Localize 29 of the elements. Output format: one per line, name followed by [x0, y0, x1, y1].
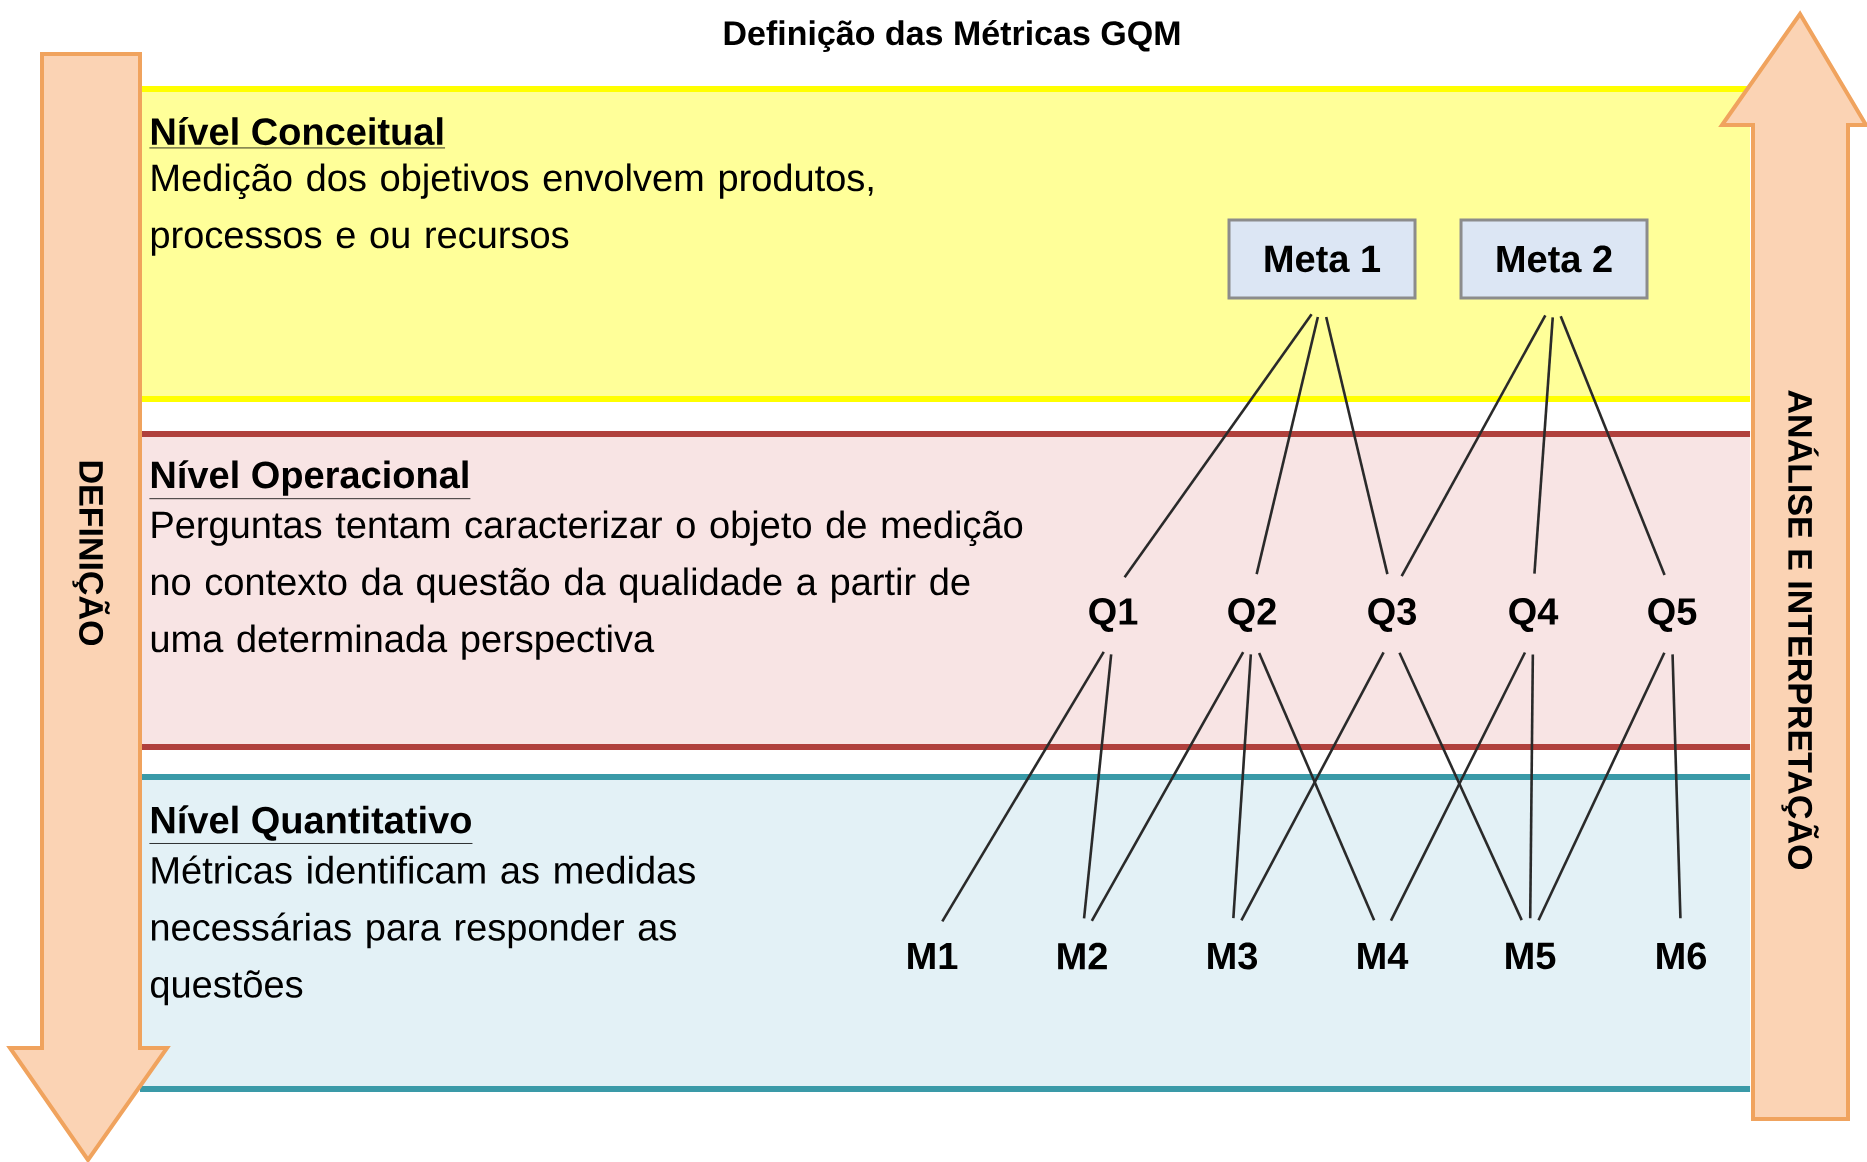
connector-line [1537, 652, 1666, 921]
metric-label: M2 [1058, 942, 1107, 970]
connector-line [1671, 654, 1682, 919]
connector-line [1240, 651, 1385, 922]
metric-label: M3 [1208, 942, 1258, 970]
connector-line [1528, 654, 1535, 919]
question-label: Q1 [1089, 598, 1138, 632]
goal-box: Meta 2 [1459, 218, 1649, 300]
connector-line [1257, 652, 1376, 921]
connector-line [1559, 315, 1666, 576]
connector-line [1232, 654, 1253, 919]
title: Definição das Métricas GQM [724, 20, 1180, 52]
metric-label: M6 [1657, 942, 1707, 970]
question-label: Q3 [1368, 598, 1416, 632]
question-label: Q5 [1648, 598, 1697, 632]
connector-line [1533, 317, 1555, 574]
goal-box: Meta 1 [1227, 218, 1417, 300]
connector-line [1324, 316, 1389, 575]
question-label: Q4 [1509, 598, 1559, 632]
connector-line [1082, 654, 1113, 919]
connector-line [941, 651, 1105, 923]
connector-line [1123, 313, 1313, 579]
connector-line [1255, 316, 1320, 575]
metric-label: M1 [908, 942, 958, 970]
connector-line [1400, 314, 1547, 577]
metric-label: M5 [1506, 942, 1556, 970]
metric-label: M4 [1358, 942, 1409, 970]
connector-line [1090, 651, 1245, 922]
question-label: Q2 [1228, 598, 1276, 632]
